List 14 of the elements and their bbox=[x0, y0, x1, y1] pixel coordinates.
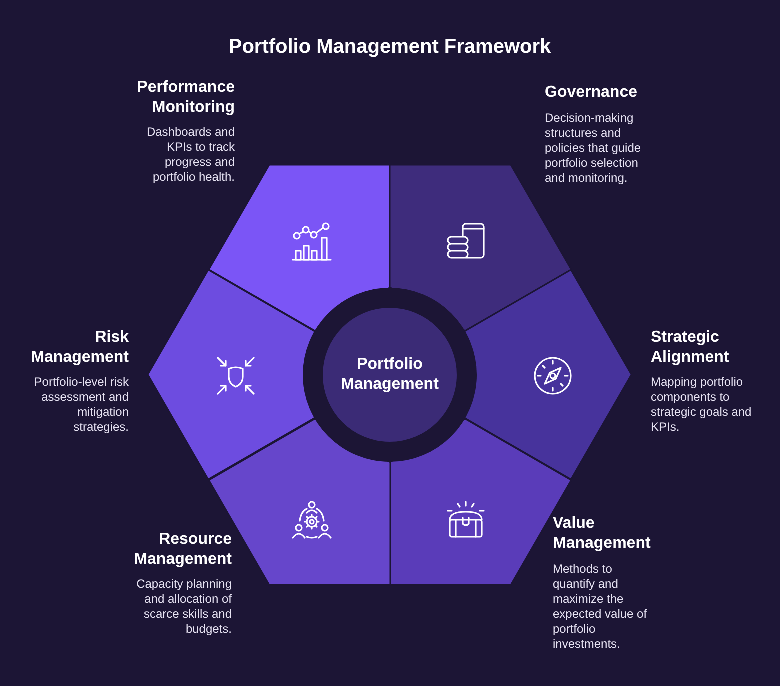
section-heading: Risk Management bbox=[30, 328, 129, 368]
description-text: Capacity planning and allocation of scarce skills and budgets. bbox=[136, 577, 232, 637]
description-text: Portfolio-level risk assessment and mitigation strategies. bbox=[33, 374, 129, 435]
description-text: Decision-making structures and policies that guide portfolio selection and monitoring. bbox=[545, 111, 642, 186]
description-text: Mapping portfolio components to strategic goals and KPIs. bbox=[650, 374, 753, 435]
section-heading: Resource Management bbox=[133, 530, 232, 570]
hub-label: Portfolio Management bbox=[340, 355, 440, 395]
section-heading: Strategic Alignment bbox=[650, 328, 730, 368]
section-heading: Value Management bbox=[553, 514, 652, 554]
section-heading: Performance Monitoring bbox=[136, 78, 235, 118]
diagram-title: Portfolio Management Framework bbox=[228, 35, 552, 59]
description-text: Dashboards and KPIs to track progress and portfolio health. bbox=[146, 125, 235, 185]
description-text: Methods to quantify and maximize the expected value of portfolio investments. bbox=[553, 562, 648, 652]
section-heading: Governance bbox=[545, 83, 638, 103]
